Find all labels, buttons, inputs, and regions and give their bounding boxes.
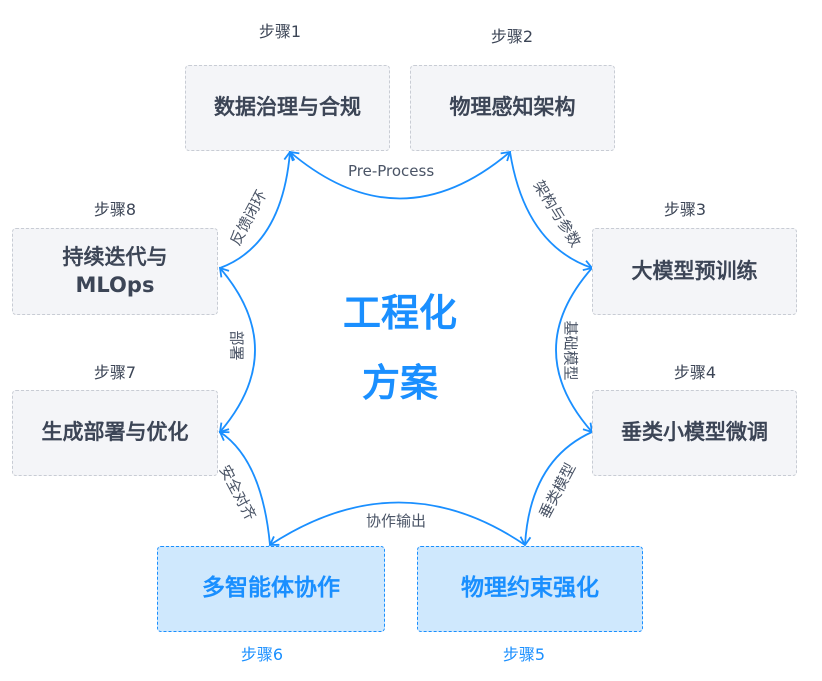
step-label-4: 步骤4: [673, 363, 717, 382]
step-label-6: 步骤6: [240, 645, 284, 664]
edge-2-3: [509, 151, 594, 272]
edge-label-deploy: 部署: [227, 330, 246, 361]
edge-7-8: [218, 266, 256, 434]
step-box-2[interactable]: 物理感知架构: [410, 65, 615, 151]
step-box-5[interactable]: 物理约束强化: [417, 546, 643, 632]
edge-1-2: [288, 150, 512, 200]
step-box-3[interactable]: 大模型预训练: [592, 228, 797, 315]
step-box-7[interactable]: 生成部署与优化: [12, 390, 218, 476]
edge-5-6: [268, 501, 526, 546]
center-title-line1: 工程化: [342, 291, 457, 335]
step-label-2: 步骤2: [490, 27, 534, 46]
step-box-8[interactable]: 持续迭代与MLOps: [12, 228, 218, 315]
edge-label-collab-output: 协作输出: [366, 512, 427, 530]
edge-4-5: [519, 431, 593, 547]
edge-label-base-model: 基础模型: [561, 320, 580, 381]
edge-3-4: [555, 267, 594, 434]
edge-6-7: [218, 431, 271, 546]
step-label-5: 步骤5: [502, 645, 546, 664]
step-label-3: 步骤3: [663, 200, 707, 219]
step-box-4[interactable]: 垂类小模型微调: [592, 390, 797, 476]
edge-label-pre-process: Pre-Process: [348, 162, 435, 180]
step-label-7: 步骤7: [93, 363, 137, 382]
step-label-1: 步骤1: [258, 22, 302, 41]
edge-8-1: [219, 150, 296, 269]
step-box-1[interactable]: 数据治理与合规: [185, 65, 390, 151]
step-label-8: 步骤8: [93, 200, 137, 219]
step-box-6[interactable]: 多智能体协作: [157, 546, 385, 632]
center-title-line2: 方案: [361, 361, 438, 405]
